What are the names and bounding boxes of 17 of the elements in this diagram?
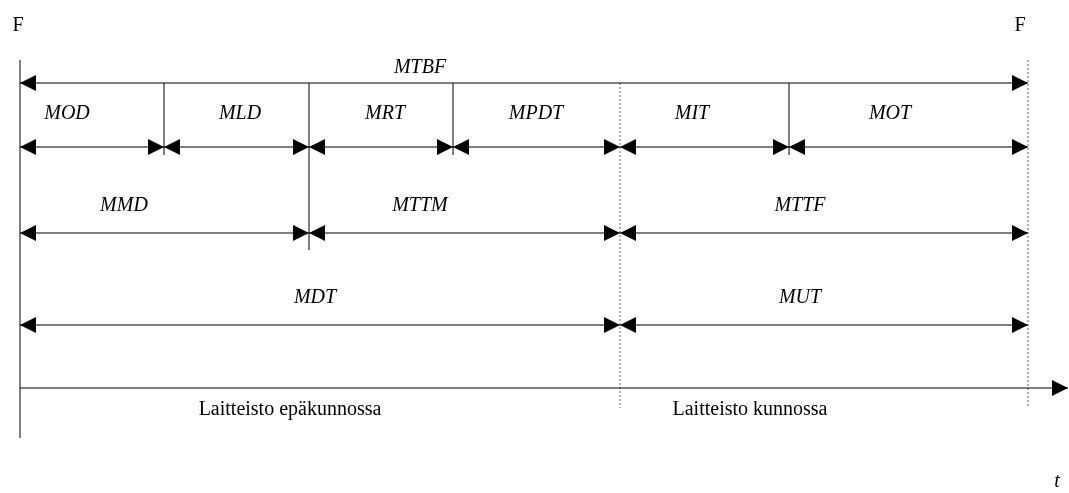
event-marker: F [1014, 14, 1026, 34]
axis-label: t [1054, 470, 1060, 490]
interval-label: MRT [365, 102, 405, 122]
event-marker: F [12, 14, 24, 34]
interval-label: MLD [218, 102, 262, 122]
state-label: Laitteisto kunnossa [672, 398, 828, 418]
interval-label: MMD [100, 194, 148, 214]
interval-label: MTTM [392, 194, 448, 214]
interval-label: MDT [293, 286, 337, 306]
interval-label: MUT [778, 286, 822, 306]
interval-label: MIT [674, 102, 710, 122]
interval-label: MTTF [774, 194, 826, 214]
interval-label: MTBF [393, 56, 447, 76]
interval-label: MOT [868, 102, 912, 122]
interval-label: MOD [44, 102, 90, 122]
interval-label: MPDT [508, 102, 564, 122]
state-label: Laitteisto epäkunnossa [198, 398, 382, 418]
